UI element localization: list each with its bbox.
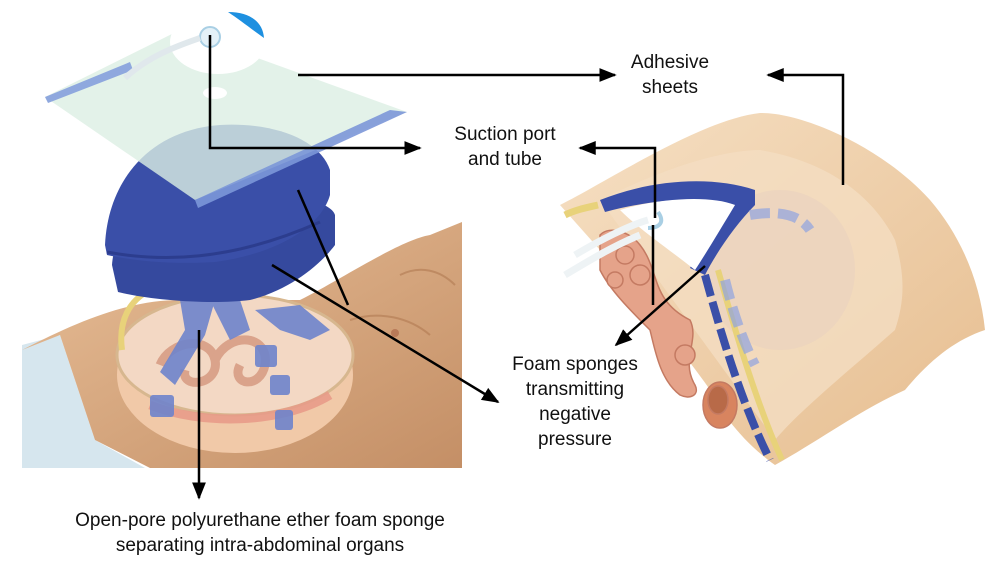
arrow-foam-left	[271, 263, 500, 404]
label-line: Open-pore polyurethane ether foam sponge	[75, 510, 445, 531]
label-line: transmitting	[525, 379, 625, 400]
arrow-adhesive-right	[766, 68, 845, 185]
organs-shadow	[705, 190, 855, 350]
foam-sponge-cross-section	[600, 181, 755, 275]
foam-strips-inner	[720, 278, 760, 368]
patient-drape	[22, 335, 145, 468]
label-suction-port: Suction port and tube	[425, 122, 585, 172]
label-line: pressure	[538, 429, 612, 450]
port-accent	[647, 210, 664, 230]
cross-section-panel	[560, 112, 985, 465]
sheet-hole	[203, 87, 227, 99]
suction-tube	[122, 35, 201, 81]
suction-port-accent	[228, 12, 264, 38]
arrow-foam-right	[614, 265, 706, 347]
leader-lines	[192, 35, 845, 500]
foam-strips	[150, 300, 330, 430]
label-open-pore-sponge: Open-pore polyurethane ether foam sponge…	[10, 508, 510, 558]
nipple	[391, 329, 399, 337]
fat-layer-edge	[563, 201, 599, 219]
suction-tube-cross-section	[573, 216, 649, 259]
label-line: Foam sponges	[512, 354, 638, 375]
foam-leader-left	[296, 189, 350, 306]
arrow-suction-right	[578, 141, 657, 218]
foam-strips-inner	[749, 208, 815, 234]
label-line: sheets	[642, 77, 698, 98]
intestines-cross-section	[599, 229, 738, 429]
label-line: and tube	[468, 149, 542, 170]
label-line: separating intra-abdominal organs	[115, 535, 405, 556]
arrow-suction-left	[208, 35, 422, 155]
label-adhesive-sheets: Adhesive sheets	[605, 50, 735, 100]
foam-strip-wall	[701, 273, 774, 462]
label-line: Adhesive	[630, 52, 710, 73]
label-foam-sponges: Foam sponges transmitting negative press…	[480, 352, 670, 452]
foam-sponge-seam	[106, 220, 321, 260]
exploded-view-panel	[22, 10, 462, 468]
label-line: Suction port	[454, 124, 556, 145]
port-window	[620, 198, 735, 270]
adhesive-sheet-edge	[195, 110, 407, 208]
suction-tube-cross-section	[563, 231, 642, 279]
label-line: negative	[539, 404, 611, 425]
adhesive-sheet-edge	[45, 62, 133, 103]
